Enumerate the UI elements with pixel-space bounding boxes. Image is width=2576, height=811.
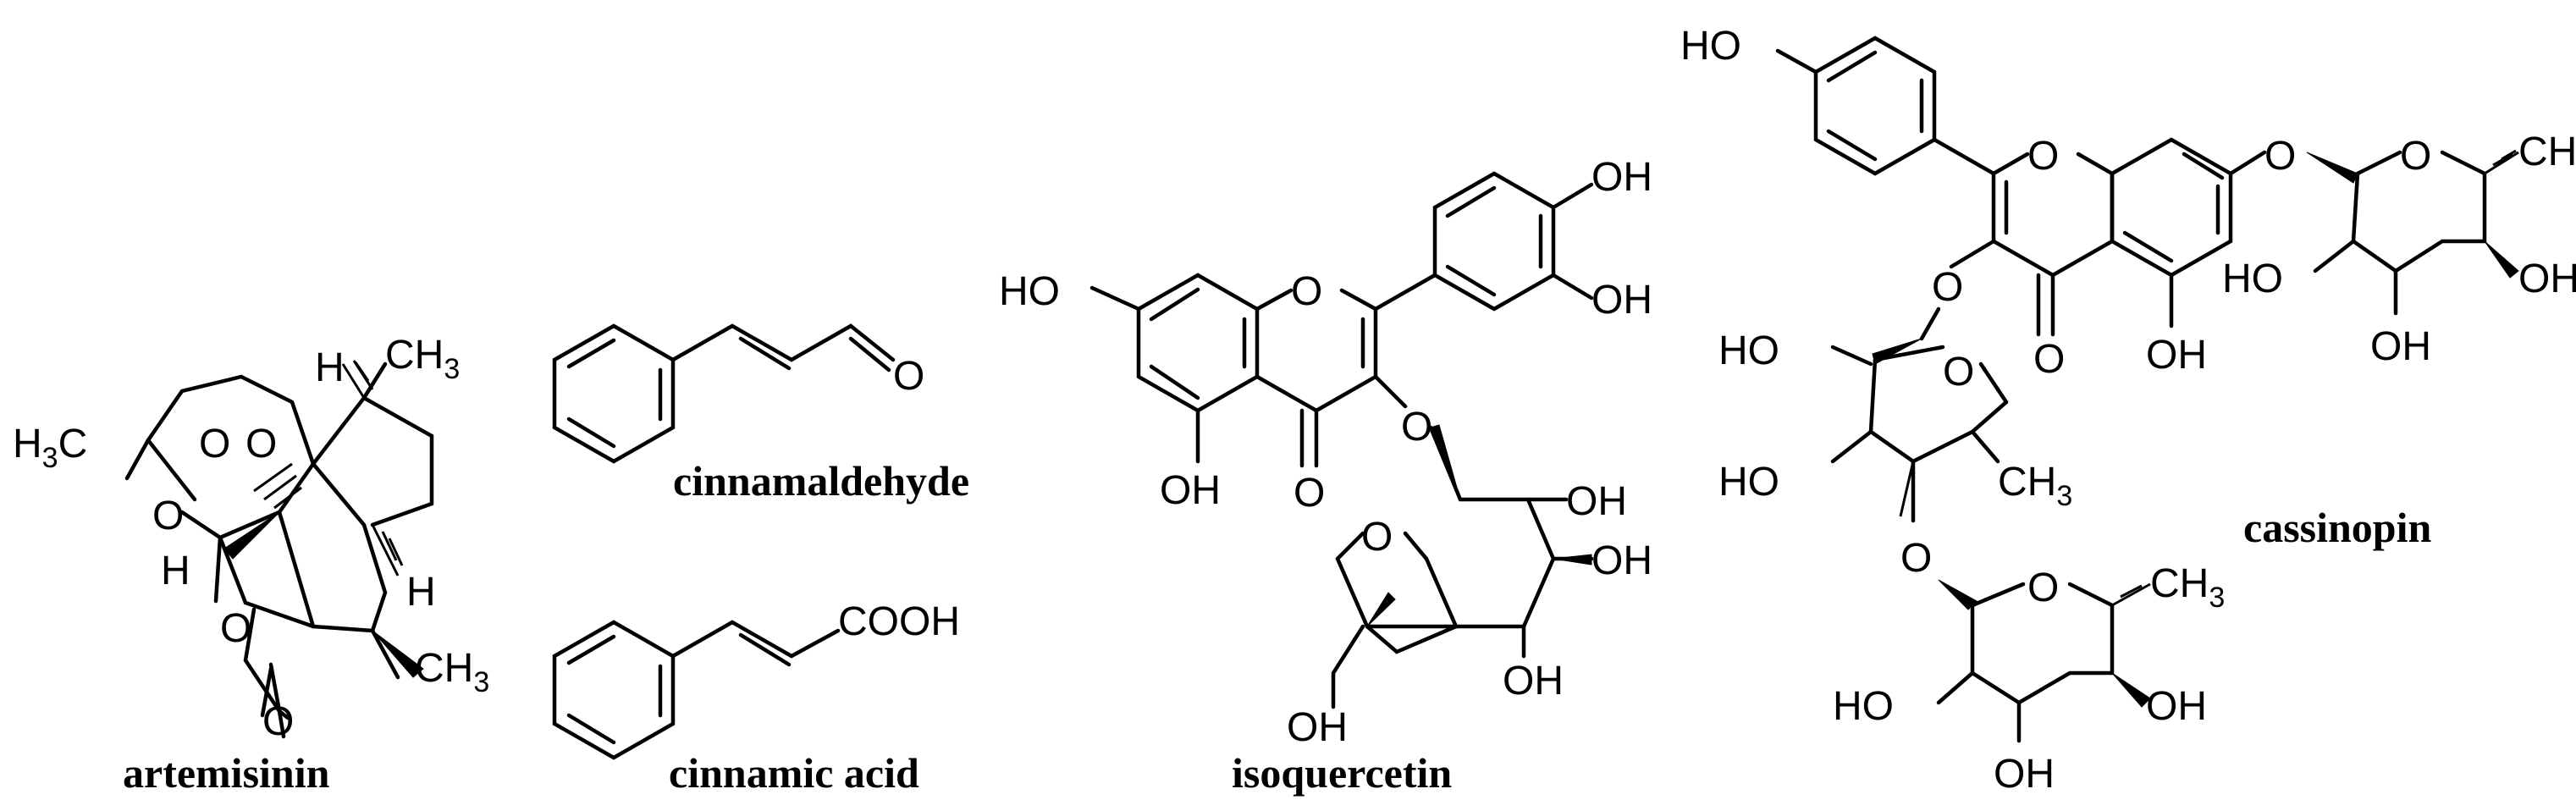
substituent-HO: HO xyxy=(999,269,1060,314)
substituent-OH: OH xyxy=(2146,333,2207,378)
atom-O: O xyxy=(220,606,251,651)
glycosidic-oxygen: O xyxy=(1401,405,1432,450)
svg-text:H3C: H3C xyxy=(13,422,87,474)
substituent-HO: HO xyxy=(2222,257,2283,301)
sugar-ring-oxygen: O xyxy=(2400,134,2431,179)
cinnamic-acid-structure: COOH cinnamic acid xyxy=(552,599,960,797)
substituent-OH: OH xyxy=(1591,538,1652,583)
substituent-HO: HO xyxy=(1718,328,1779,373)
ring-oxygen: O xyxy=(1291,269,1322,314)
glycosidic-oxygen: O xyxy=(1900,536,1932,581)
substituent-HO: HO xyxy=(1680,24,1741,69)
atom-O: O xyxy=(199,422,230,466)
compound-name-cassinopin: cassinopin xyxy=(2243,504,2432,551)
compound-name-cinnamic-acid: cinnamic acid xyxy=(669,749,919,797)
isoquercetin-structure: HO O OH O O OH OH O OH OH OH OH isoquerc… xyxy=(999,155,1652,797)
substituent-OH: OH xyxy=(2518,257,2576,301)
substituent-OH: OH xyxy=(1503,659,1564,703)
hashed-bond xyxy=(371,524,404,577)
artemisinin-structure: H3C O O O H O O H H CH3 CH3 artemisinin xyxy=(13,333,489,797)
sugar-ring-oxygen: O xyxy=(2027,565,2059,610)
compound-name-artemisinin: artemisinin xyxy=(123,749,330,797)
methyl-group: CH3 xyxy=(1998,460,2072,512)
substituent-OH: OH xyxy=(1994,752,2055,797)
wedge-bond xyxy=(223,511,280,560)
hashed-bond xyxy=(253,462,302,510)
wedge-bond xyxy=(2111,672,2151,708)
methyl-top: CH3 xyxy=(385,333,460,385)
wedge-bond xyxy=(2306,152,2358,184)
substituent-OH: OH xyxy=(2146,684,2207,729)
atom-O: O xyxy=(893,354,924,399)
carbonyl-oxygen: O xyxy=(1294,471,1325,516)
carboxyl-group: COOH xyxy=(838,599,960,644)
substituent-HO: HO xyxy=(1718,460,1779,505)
atom-O: O xyxy=(245,422,277,466)
hashed-bond xyxy=(2484,149,2519,175)
substituent-HO: HO xyxy=(1833,684,1894,729)
glycosidic-oxygen: O xyxy=(2264,134,2296,179)
substituent-OH: OH xyxy=(1591,278,1652,323)
substituent-OH: OH xyxy=(1160,468,1221,513)
cinnamaldehyde-structure: O cinnamaldehyde xyxy=(552,323,969,505)
cassinopin-structure: HO O O OH O O CH3 HO OH OH O HO O HO CH3… xyxy=(1680,24,2576,797)
methyl-group: CH3 xyxy=(2150,561,2225,614)
ring-oxygen: O xyxy=(2027,134,2059,179)
wedge-bond xyxy=(372,630,424,678)
wedge-bond xyxy=(2484,240,2519,279)
atom-H: H xyxy=(161,549,190,593)
glycosidic-oxygen: O xyxy=(1932,265,1963,310)
hashed-bond xyxy=(2111,582,2151,607)
wedge-bond xyxy=(1553,554,1592,565)
methyl-bottom: CH3 xyxy=(415,646,489,698)
substituent-OH: OH xyxy=(2370,324,2431,369)
wedge-bond xyxy=(1366,592,1396,627)
wedge-bond xyxy=(1430,424,1461,500)
carbonyl-oxygen: O xyxy=(2033,337,2065,382)
compound-name-cinnamaldehyde: cinnamaldehyde xyxy=(673,457,969,505)
hashed-bond xyxy=(341,360,374,399)
substituent-OH: OH xyxy=(1591,155,1652,200)
substituent-OH: OH xyxy=(1287,705,1348,750)
methyl-group: CH3 xyxy=(2518,130,2576,182)
hashed-bond xyxy=(1899,461,1915,517)
atom-H: H xyxy=(315,345,345,390)
atom-O: O xyxy=(152,494,184,538)
sugar-ring-oxygen: O xyxy=(1361,515,1393,560)
substituent-OH: OH xyxy=(1566,479,1627,524)
sugar-ring-oxygen: O xyxy=(1943,350,1974,394)
atom-O: O xyxy=(262,699,294,744)
compound-name-isoquercetin: isoquercetin xyxy=(1232,749,1452,797)
atom-H: H xyxy=(406,570,436,615)
